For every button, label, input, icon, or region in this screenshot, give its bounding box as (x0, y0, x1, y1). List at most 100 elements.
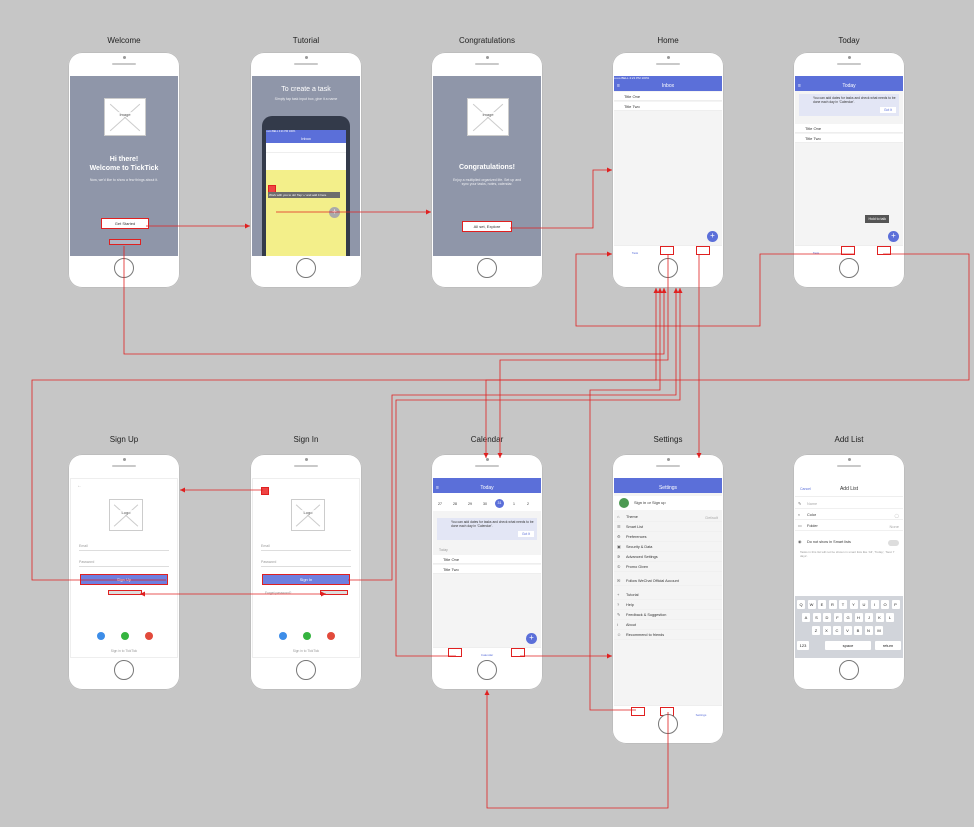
key-b[interactable]: B (854, 626, 862, 635)
got-it-button[interactable]: Got It (879, 107, 896, 113)
got-it-button[interactable]: Got It (517, 531, 534, 537)
key-z[interactable]: Z (812, 626, 820, 635)
tab-task[interactable]: Task (631, 251, 639, 255)
email-field[interactable]: Email (79, 543, 169, 551)
weibo-icon[interactable] (327, 632, 335, 640)
forgot-password-link[interactable]: Forget password? (265, 591, 292, 595)
menu-icon[interactable]: ≡ (617, 83, 620, 89)
key-v[interactable]: V (843, 626, 852, 635)
tab-calendar[interactable]: Calendar (480, 653, 494, 657)
key-c[interactable]: C (833, 626, 841, 635)
day-3[interactable]: 29 (468, 502, 472, 506)
day-7[interactable]: 2 (527, 502, 529, 506)
key-q[interactable]: Q (797, 600, 805, 609)
key-f[interactable]: F (833, 613, 842, 622)
back-icon[interactable] (261, 487, 269, 495)
home-button[interactable] (839, 258, 859, 278)
list-item[interactable]: Title One (433, 555, 541, 564)
add-task-button[interactable]: + (526, 633, 537, 644)
wechat-icon[interactable] (121, 632, 129, 640)
tab-task[interactable] (631, 707, 645, 716)
settings-item-preferences[interactable]: ⚙Preferences (614, 533, 722, 542)
key-y[interactable]: Y (849, 600, 858, 609)
key-k[interactable]: K (875, 613, 884, 622)
settings-item-advanced[interactable]: ✲Advanced Settings (614, 553, 722, 562)
day-1[interactable]: 27 (438, 502, 442, 506)
key-g[interactable]: G (844, 613, 852, 622)
key-e[interactable]: E (818, 600, 826, 609)
tab-task[interactable] (448, 648, 462, 657)
settings-item-feedback[interactable]: ✎Feedback & Suggestion (614, 611, 722, 620)
key-w[interactable]: W (807, 600, 816, 609)
list-item[interactable]: Title Two (614, 102, 722, 111)
tab-settings[interactable]: Settings (695, 713, 707, 717)
key-h[interactable]: H (854, 613, 863, 622)
password-field[interactable]: Password (79, 559, 169, 567)
list-item[interactable]: Title Two (795, 134, 903, 143)
key-x[interactable]: X (822, 626, 831, 635)
key-s[interactable]: S (812, 613, 821, 622)
cancel-button[interactable]: Cancel (800, 487, 811, 491)
day-5-selected[interactable]: 31 (495, 499, 504, 508)
key-space[interactable]: space (825, 641, 871, 650)
key-a[interactable]: A (802, 613, 810, 622)
add-task-button[interactable]: + (888, 231, 899, 242)
settings-item-smart-list[interactable]: ☰Smart List (614, 523, 722, 532)
settings-item-promo[interactable]: ♔Promo Given (614, 563, 722, 572)
key-l[interactable]: L (886, 613, 894, 622)
settings-item-security[interactable]: ▣Security & Data (614, 543, 722, 552)
login-link[interactable] (109, 239, 141, 245)
email-field[interactable]: Email (261, 543, 351, 551)
menu-icon[interactable]: ≡ (798, 83, 801, 89)
color-row[interactable]: ◐Color◯ (795, 511, 903, 520)
tab-settings[interactable] (511, 648, 525, 657)
key-i[interactable]: I (870, 600, 879, 609)
key-o[interactable]: O (881, 600, 889, 609)
tab-calendar[interactable] (660, 246, 674, 255)
settings-item-tutorial[interactable]: +Tutorial (614, 591, 722, 600)
qq-icon[interactable] (97, 632, 105, 640)
key-j[interactable]: J (865, 613, 873, 622)
day-6[interactable]: 1 (513, 502, 515, 506)
key-u[interactable]: U (860, 600, 868, 609)
tab-settings[interactable] (877, 246, 891, 255)
add-task-button[interactable]: + (707, 231, 718, 242)
smart-list-toggle[interactable] (888, 540, 899, 546)
key-r[interactable]: R (828, 600, 837, 609)
day-4[interactable]: 30 (483, 502, 487, 506)
key-return[interactable]: return (875, 641, 901, 650)
sign-in-button[interactable]: Sign In (262, 574, 350, 585)
qq-icon[interactable] (279, 632, 287, 640)
tab-calendar[interactable] (841, 246, 855, 255)
weibo-icon[interactable] (145, 632, 153, 640)
key-n[interactable]: N (864, 626, 873, 635)
key-d[interactable]: D (823, 613, 831, 622)
key-p[interactable]: P (891, 600, 900, 609)
tab-settings[interactable] (696, 246, 710, 255)
list-item[interactable]: Title Two (433, 565, 541, 574)
key-123[interactable]: 123 (797, 641, 809, 650)
menu-icon[interactable]: ≡ (436, 485, 439, 491)
settings-item-wechat[interactable]: ✉Follow WeChat Official Account (614, 577, 722, 586)
sign-up-link[interactable] (320, 590, 348, 595)
sign-up-button[interactable]: Sign Up (80, 574, 168, 585)
home-button[interactable] (114, 660, 134, 680)
password-field[interactable]: Password (261, 559, 351, 567)
tutorial-next-target[interactable] (268, 185, 276, 193)
day-2[interactable]: 28 (453, 502, 457, 506)
home-button[interactable] (296, 258, 316, 278)
name-field[interactable]: ✎Name (795, 500, 903, 509)
settings-item-recommend[interactable]: ☺Recommend to friends (614, 631, 722, 640)
explore-button[interactable]: All set, Explore (462, 221, 512, 232)
home-button[interactable] (477, 258, 497, 278)
tab-task[interactable]: Task (812, 251, 820, 255)
get-started-button[interactable]: Get Started (101, 218, 149, 229)
list-item[interactable]: Title One (795, 124, 903, 133)
key-m[interactable]: M (875, 626, 883, 635)
home-button[interactable] (477, 660, 497, 680)
key-t[interactable]: T (839, 600, 847, 609)
home-button[interactable] (658, 258, 678, 278)
list-item[interactable]: Title One (614, 92, 722, 101)
